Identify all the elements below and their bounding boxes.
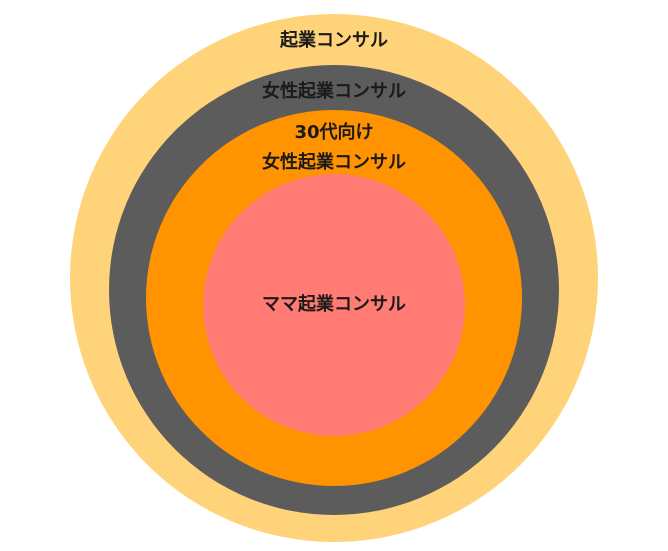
label-third-line1: 30代向け: [294, 121, 373, 143]
ring-inner: [203, 174, 465, 436]
label-second: 女性起業コンサル: [262, 80, 406, 102]
label-inner: ママ起業コンサル: [262, 293, 406, 315]
label-outer: 起業コンサル: [279, 29, 388, 51]
label-third-line2: 女性起業コンサル: [262, 151, 406, 173]
